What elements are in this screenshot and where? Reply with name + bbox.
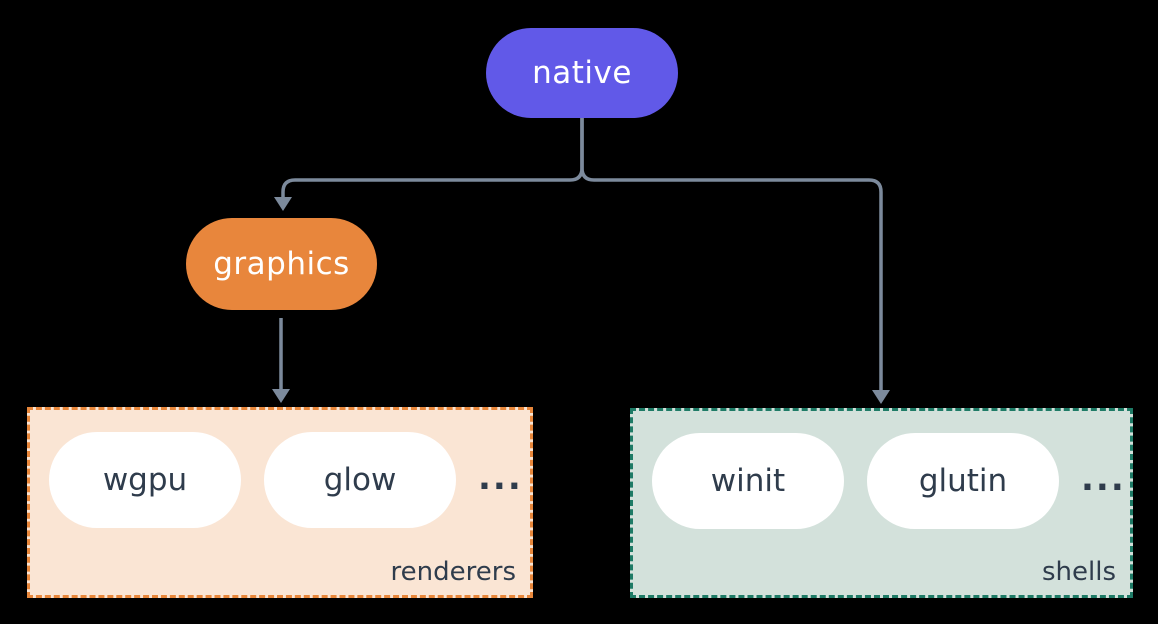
node-glutin-label: glutin (918, 463, 1008, 499)
group-shells: winit glutin ... shells (630, 408, 1133, 598)
arrowhead-graphics (274, 197, 292, 211)
node-winit-label: winit (710, 463, 786, 499)
arrowhead-shells (872, 390, 890, 404)
node-native-label: native (532, 55, 632, 91)
node-glow: glow (264, 432, 456, 528)
node-glow-label: glow (323, 462, 397, 498)
node-glutin: glutin (867, 433, 1059, 529)
arrowhead-renderers (272, 389, 290, 403)
shells-ellipsis: ... (1081, 459, 1126, 499)
edge-native-shells (580, 118, 883, 390)
node-native: native (486, 28, 678, 118)
group-renderers-label: renderers (390, 557, 516, 587)
node-wgpu-label: wgpu (102, 462, 188, 498)
group-renderers: wgpu glow ... renderers (27, 407, 533, 598)
group-shells-label: shells (1041, 557, 1116, 587)
node-graphics-label: graphics (213, 246, 350, 282)
node-graphics: graphics (186, 218, 377, 310)
node-winit: winit (652, 433, 844, 529)
edge-native-graphics (281, 118, 584, 197)
node-wgpu: wgpu (49, 432, 241, 528)
renderers-ellipsis: ... (478, 458, 523, 498)
